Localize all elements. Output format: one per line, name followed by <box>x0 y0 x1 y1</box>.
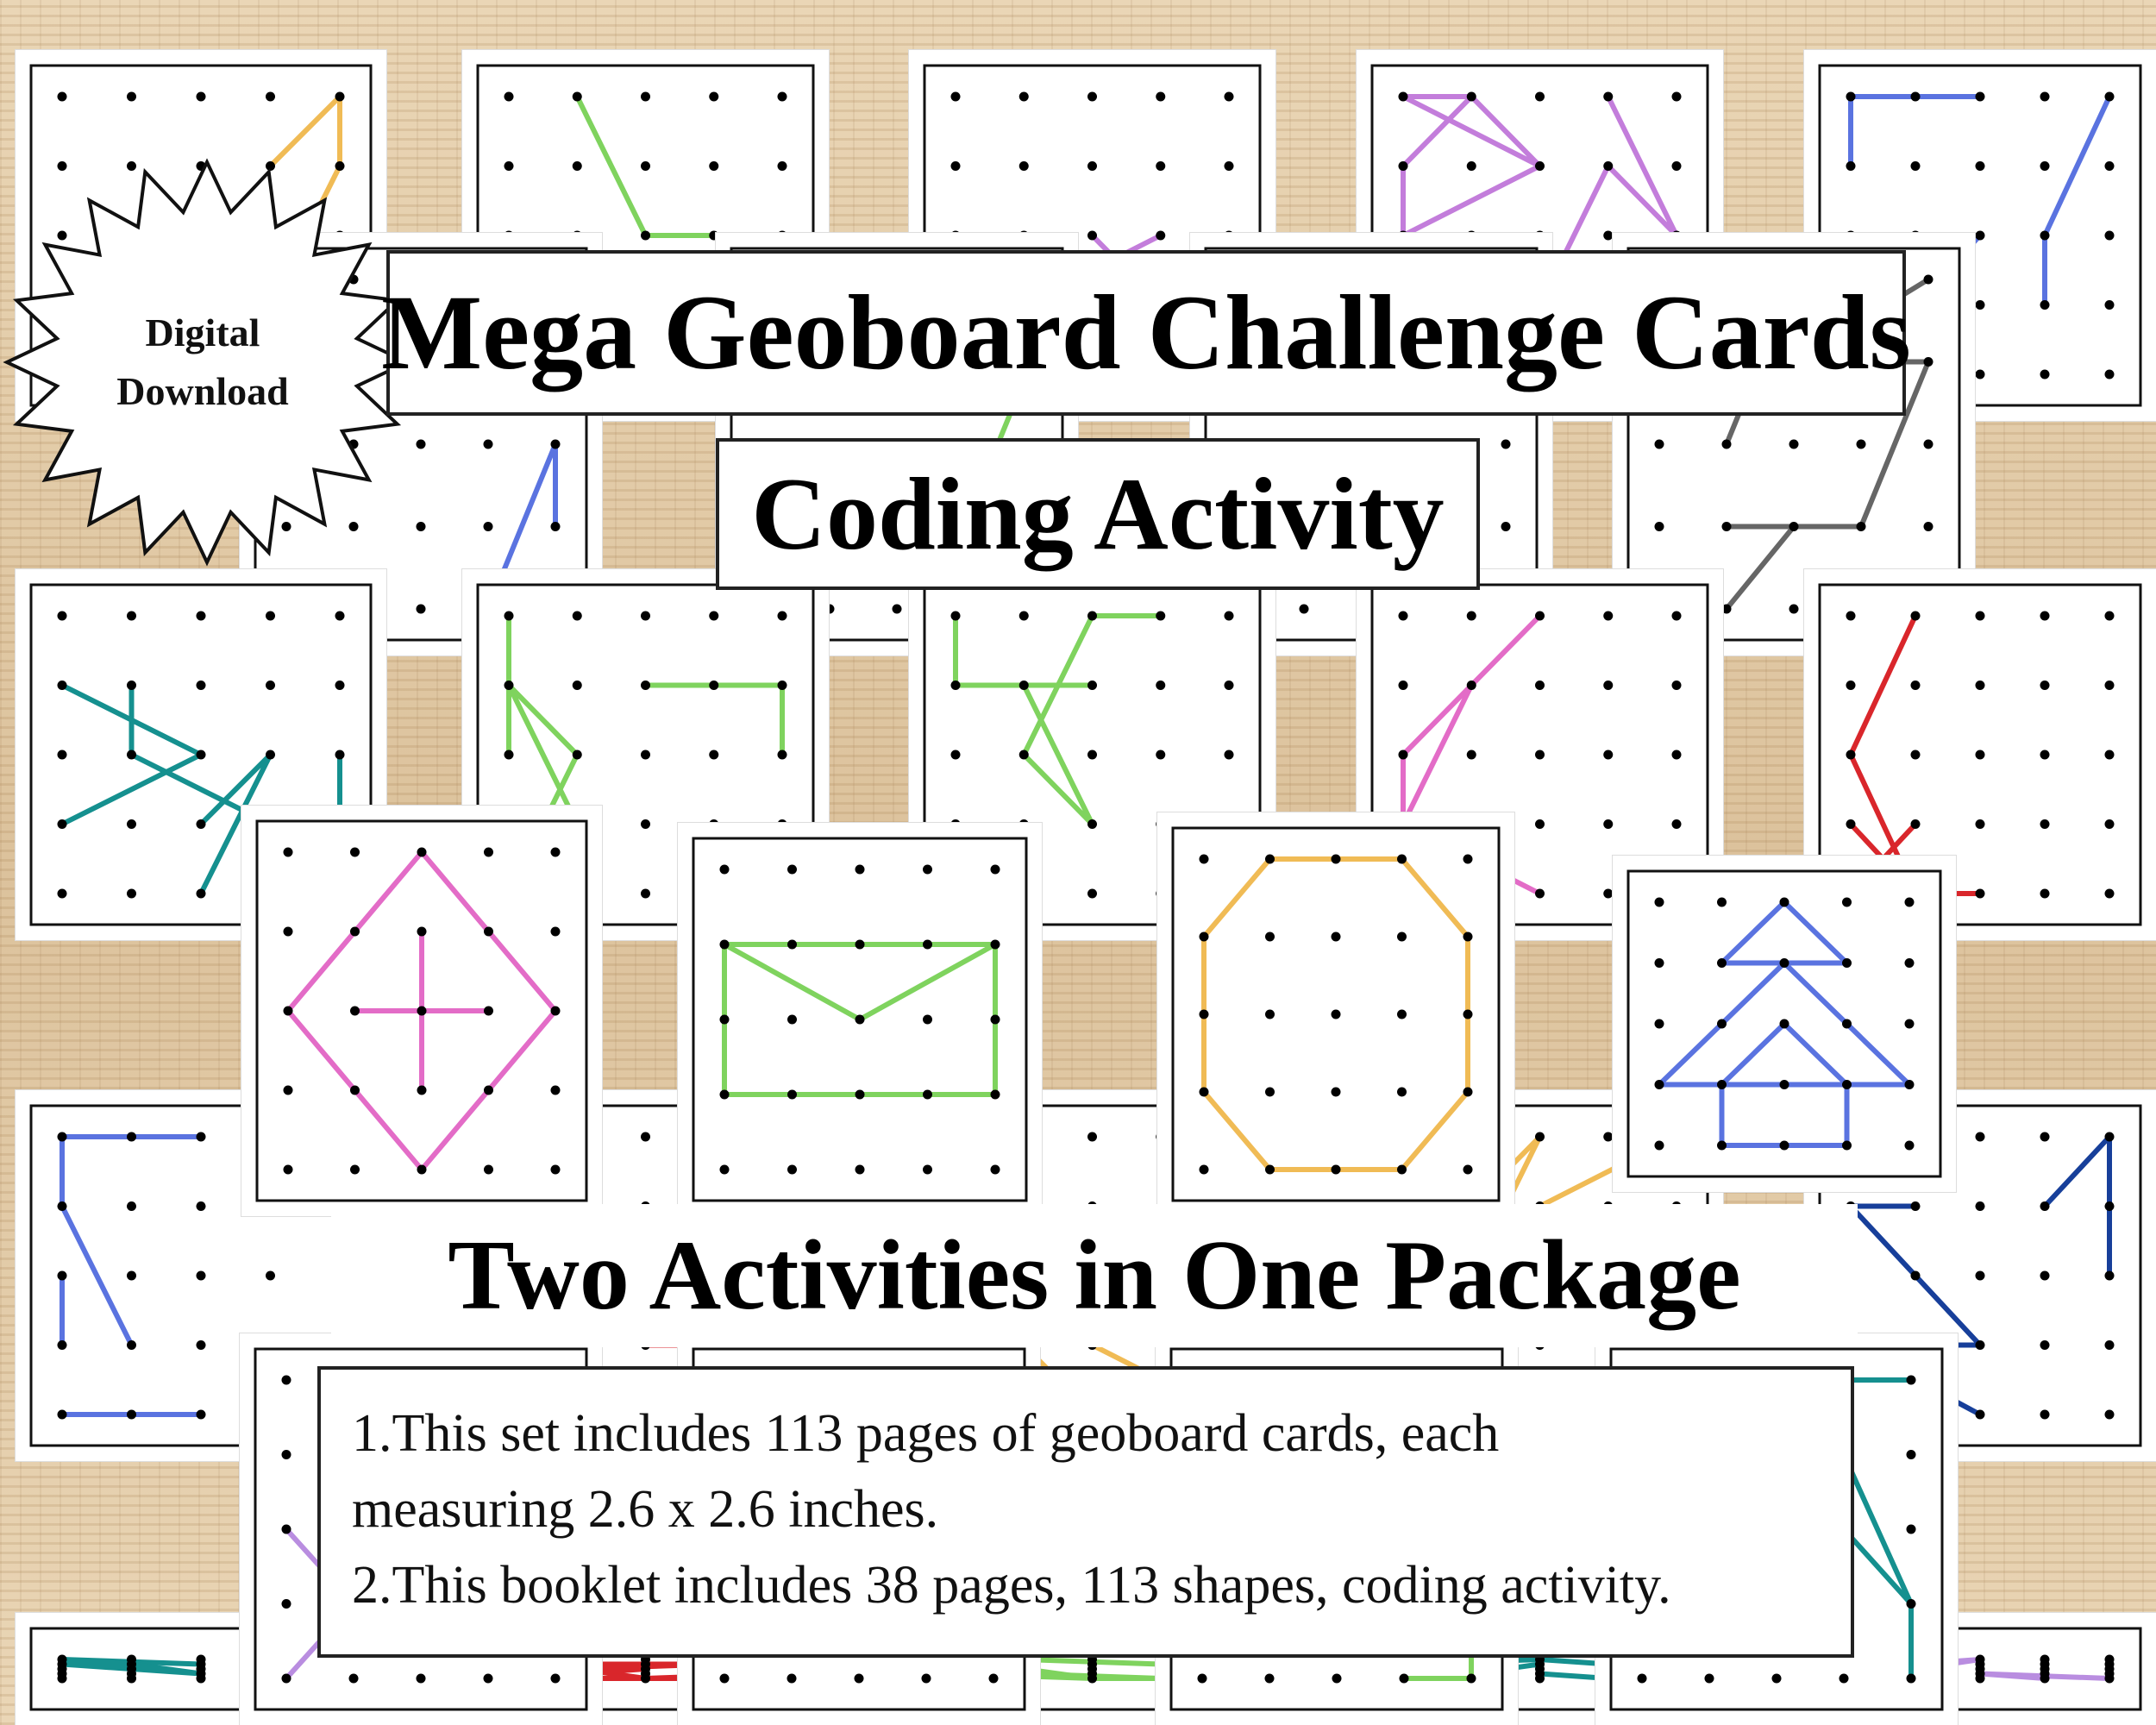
description-line-1: 1.This set includes 113 pages of geoboar… <box>352 1404 1500 1463</box>
geoboard-icon <box>255 819 588 1202</box>
geoboard-icon <box>1171 826 1501 1202</box>
geoboard-card <box>241 806 602 1216</box>
tagline: Two Activities in One Package <box>331 1204 1858 1347</box>
geoboard-card <box>1157 812 1514 1216</box>
geoboard-card <box>678 823 1042 1216</box>
description-box: 1.This set includes 113 pages of geoboar… <box>317 1366 1854 1658</box>
geoboard-card <box>1613 856 1956 1192</box>
geoboard-icon <box>1626 869 1942 1178</box>
subtitle: Coding Activity <box>716 438 1480 590</box>
digital-download-badge: Digital Download <box>0 155 405 569</box>
starburst-badge-icon <box>3 158 411 567</box>
badge-line-2: Download <box>116 369 289 413</box>
description-line-2: measuring 2.6 x 2.6 inches. <box>352 1480 939 1539</box>
main-title: Mega Geoboard Challenge Cards <box>381 250 1911 416</box>
geoboard-icon <box>692 837 1028 1202</box>
description-line-3: 2.This booklet includes 38 pages, 113 sh… <box>352 1556 1671 1615</box>
badge-line-1: Digital <box>145 310 260 354</box>
